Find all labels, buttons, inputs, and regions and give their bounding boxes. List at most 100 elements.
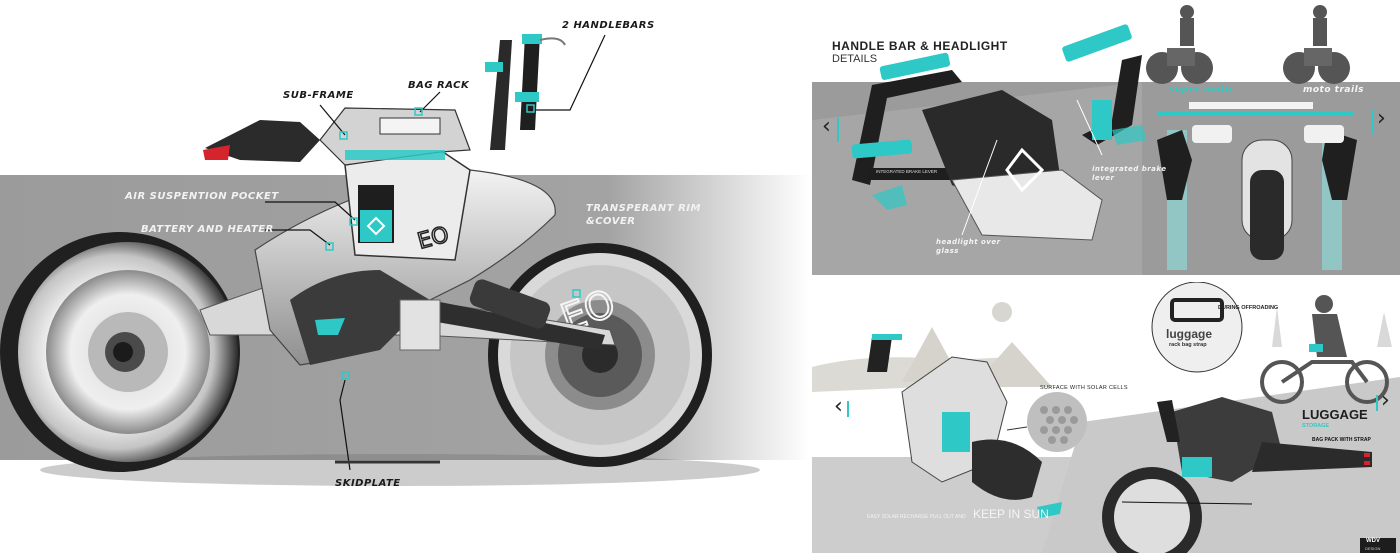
luggage-handlebar-left xyxy=(867,337,892,372)
note-line-brake xyxy=(1076,99,1103,156)
left-grip-upper xyxy=(879,52,951,80)
handlebar-illustration xyxy=(812,5,1400,275)
note-integrated-lever: INTEGRATED BRAKE LEVER xyxy=(876,169,938,174)
callout-sub-frame: SUB-FRAME xyxy=(283,90,354,101)
callout-battery-heater: BATTERY AND HEATER xyxy=(141,224,274,235)
note-line-headlight xyxy=(961,139,998,236)
main-side-view: EO EO xyxy=(0,20,810,489)
mode-slider-accent xyxy=(1157,112,1353,115)
offroad-bag xyxy=(1309,344,1323,352)
left-grip-lower xyxy=(851,139,913,159)
tail-light xyxy=(203,145,230,160)
callout-rim-cover-1: TRANSPERANT RIM xyxy=(586,203,701,214)
rear-seat xyxy=(205,120,320,162)
motion-arrow-left xyxy=(872,185,907,210)
luggage-next-accent xyxy=(1376,395,1378,411)
tree-2 xyxy=(1377,312,1392,347)
rear-right-bar xyxy=(1322,130,1357,200)
bike-accent-left xyxy=(942,412,970,452)
callout-rim-cover-2: &COVER xyxy=(586,216,636,227)
rear-left-bar xyxy=(1157,130,1192,200)
sun-shape xyxy=(992,302,1012,322)
rear-tire xyxy=(1250,170,1284,260)
seat-accent xyxy=(345,150,445,160)
note-brake-lever-1: integrated brake xyxy=(1092,165,1167,173)
logo-subtext: DESIGN xyxy=(1365,546,1381,551)
rear-wheel: EO xyxy=(488,243,712,467)
handlebar-2 xyxy=(520,35,540,130)
lower-accent xyxy=(315,318,345,335)
right-grip-upper xyxy=(1062,24,1132,62)
motion-arrow-right xyxy=(1112,125,1147,145)
battery-module xyxy=(360,210,392,242)
luggage-sub: rack bag strap xyxy=(1169,342,1207,348)
bag-rack xyxy=(379,117,441,135)
logo-text: WDV xyxy=(1366,538,1380,544)
mode-moto-trails[interactable]: moto trails xyxy=(1303,85,1365,95)
shock xyxy=(469,279,551,329)
front-rim-right xyxy=(1114,479,1190,553)
bag-pack-line xyxy=(1121,501,1253,505)
battery-logo xyxy=(366,216,386,236)
luggage-title: LUGGAGE xyxy=(1302,407,1368,422)
luggage-illustration xyxy=(812,282,1400,553)
luggage-strap-handle xyxy=(1170,298,1224,322)
lower-body xyxy=(290,270,430,365)
luggage-panel: SURFACE WITH SOLAR CELLS DURING OFFROADI… xyxy=(812,282,1400,553)
grip-left xyxy=(872,334,902,340)
callout-air-suspension: AIR SUSPENTION POCKET xyxy=(125,191,279,202)
solar-cells-zoom xyxy=(1027,392,1087,452)
luggage-next-arrow-icon[interactable]: › xyxy=(1381,388,1390,413)
tree-1 xyxy=(1272,307,1282,347)
handlebar-grip-1 xyxy=(522,34,542,44)
offroad-rider xyxy=(1260,295,1389,404)
luggage-prev-arrow-icon[interactable]: ‹ xyxy=(834,394,843,419)
note-headlight-1: headlight over xyxy=(936,238,1001,246)
motorcycle-illustration: EO EO xyxy=(0,34,810,486)
note-solar-cells: SURFACE WITH SOLAR CELLS xyxy=(1040,385,1128,391)
note-headlight-2: glass xyxy=(936,247,959,255)
mode-super-moto[interactable]: super moto xyxy=(1169,85,1232,95)
front-wheel xyxy=(0,232,240,472)
callout-handlebars: 2 HANDLEBARS xyxy=(562,20,655,31)
recharge-note-small: EASY SOLAR RECHARGE PULL OUT AND xyxy=(867,514,966,520)
note-bag-pack: BAG PACK WITH STRAP xyxy=(1312,437,1371,443)
left-hand xyxy=(1192,125,1232,143)
left-handlebar xyxy=(852,70,962,185)
pull-arrow xyxy=(1037,502,1062,518)
solar-cells-pattern xyxy=(1040,406,1078,444)
right-handlebar xyxy=(1082,55,1142,145)
callout-markers xyxy=(325,104,581,380)
next-arrow-icon[interactable]: › xyxy=(1377,106,1386,131)
rider-moto-trails xyxy=(1283,5,1350,84)
luggage-subtitle: STORAGE xyxy=(1302,423,1330,429)
mirror xyxy=(539,37,566,46)
luggage-tail xyxy=(1252,442,1372,472)
right-grip-lower xyxy=(1092,100,1112,140)
bike-accent-right xyxy=(1182,457,1212,477)
note-brake-lever-2: lever xyxy=(1092,174,1115,182)
right-hand xyxy=(1304,125,1344,143)
handlebar-clamp xyxy=(515,92,539,102)
callout-lines xyxy=(265,34,606,471)
luggage-zoom-circle xyxy=(1151,282,1243,373)
recharge-note-big: KEEP IN SUN xyxy=(973,507,1049,521)
rider-super-moto xyxy=(1146,5,1213,84)
panel-subtitle: DETAILS xyxy=(832,53,878,65)
mode-slider-track[interactable] xyxy=(1189,102,1313,109)
right-bike-handlebar xyxy=(1157,400,1180,442)
engine-cover xyxy=(399,299,441,351)
headlight-glass xyxy=(951,169,1103,241)
panel-title: HANDLE BAR & HEADLIGHT xyxy=(832,39,1008,53)
luggage-prev-accent xyxy=(847,401,849,417)
prev-arrow-icon[interactable]: ‹ xyxy=(822,114,831,139)
prev-accent xyxy=(837,118,839,142)
note-offroading: DURING OFFROADING xyxy=(1218,305,1279,311)
next-accent xyxy=(1372,110,1374,134)
callout-skidplate: SKIDPLATE xyxy=(335,478,401,489)
swingarm xyxy=(425,300,605,350)
logo-box xyxy=(1360,538,1396,553)
headlight-x xyxy=(1005,147,1045,193)
luggage-word: luggage xyxy=(1166,327,1213,341)
handlebar-grip-2 xyxy=(485,62,503,72)
